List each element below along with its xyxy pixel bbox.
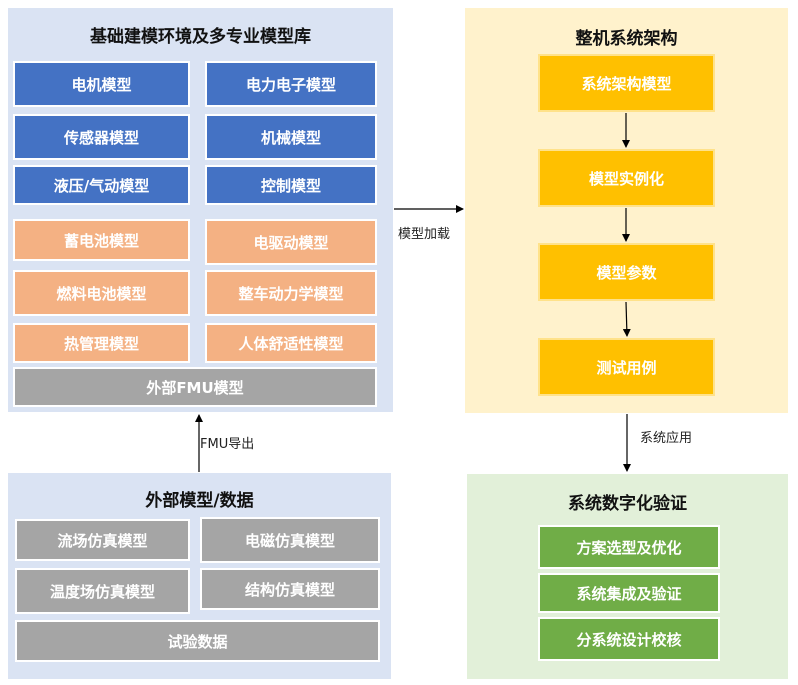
control-model-box: 控制模型 [205, 165, 377, 205]
arrow-step-3-4 [622, 301, 631, 337]
electric-drive-model-box: 电驱动模型 [205, 219, 377, 265]
test-cases-box: 测试用例 [538, 338, 715, 396]
vehicle-dynamics-model-box: 整车动力学模型 [205, 270, 377, 316]
external-fmu-model-box: 外部FMU模型 [13, 367, 377, 407]
subsystem-design-check-box: 分系统设计校核 [538, 617, 720, 661]
system-integration-box: 系统集成及验证 [538, 573, 720, 613]
model-instantiation-box: 模型实例化 [538, 149, 715, 207]
structural-model-box: 结构仿真模型 [200, 568, 380, 610]
external-data-title: 外部模型/数据 [145, 491, 254, 511]
motor-model-box: 电机模型 [13, 61, 190, 107]
test-data-box: 试验数据 [15, 620, 380, 662]
model-parameters-box: 模型参数 [538, 243, 715, 301]
power-electronics-model-box: 电力电子模型 [205, 61, 377, 107]
mechanical-model-box: 机械模型 [205, 114, 377, 160]
system-application-label: 系统应用 [640, 431, 693, 446]
system-architecture-title: 整机系统架构 [575, 29, 678, 49]
electromagnetic-model-box: 电磁仿真模型 [200, 517, 380, 563]
battery-model-box: 蓄电池模型 [13, 219, 190, 261]
architecture-model-box: 系统架构模型 [538, 54, 715, 112]
model-library-title: 基础建模环境及多专业模型库 [90, 27, 311, 47]
flow-field-model-box: 流场仿真模型 [15, 519, 190, 561]
fuel-cell-model-box: 燃料电池模型 [13, 270, 190, 316]
scheme-selection-box: 方案选型及优化 [538, 525, 720, 569]
sensor-model-box: 传感器模型 [13, 114, 190, 160]
temperature-field-model-box: 温度场仿真模型 [15, 568, 190, 614]
model-loading-label: 模型加载 [398, 227, 451, 242]
fmu-export-label: FMU导出 [200, 437, 255, 452]
human-comfort-model-box: 人体舒适性模型 [205, 323, 377, 363]
hydraulic-pneumatic-model-box: 液压/气动模型 [13, 165, 190, 205]
digital-verification-title: 系统数字化验证 [568, 494, 687, 514]
thermal-management-model-box: 热管理模型 [13, 323, 190, 363]
